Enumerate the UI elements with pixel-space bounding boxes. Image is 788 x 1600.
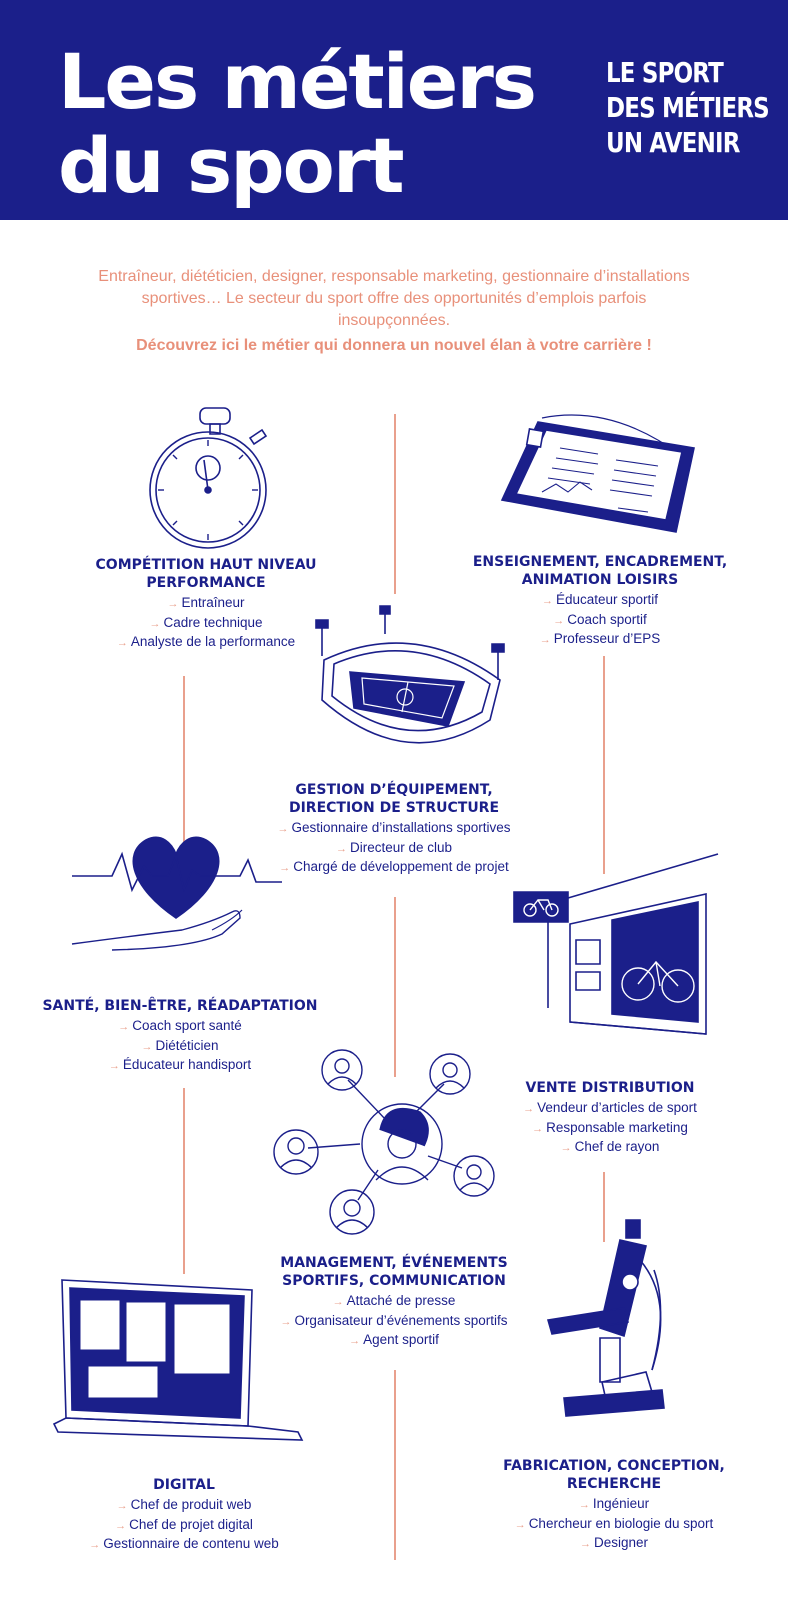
intro-text: Entraîneur, diététicien, designer, respo… [98,268,690,329]
bike-shop-icon [512,854,722,1054]
section-title: Compétition haut niveau performance [56,556,356,592]
section-title-line: sportifs, communication [282,1273,506,1289]
job-list: Entraîneur Cadre technique Analyste de l… [56,594,356,653]
section-title: Fabrication, conception, recherche [464,1457,764,1493]
job-list: Gestionnaire d’installations sportives D… [244,819,544,878]
stopwatch-icon [138,404,278,552]
section-digital: Digital Chef de produit web Chef de proj… [44,1476,324,1555]
section-title-line: Santé, bien-être, réadaptation [42,998,318,1014]
job-item: Coach sport santé [20,1017,340,1037]
section-gestion: Gestion d’équipement, direction de struc… [244,781,544,878]
job-item: Chef de projet digital [44,1516,324,1536]
header-banner: Les métiers du sport LE SPORT DES MÉTIER… [0,0,788,220]
logo-line-1: LE SPORT [606,56,724,89]
job-item: Gestionnaire d’installations sportives [244,819,544,839]
job-item: Diététicien [20,1037,340,1057]
job-item: Responsable marketing [480,1119,740,1139]
job-item: Chercheur en biologie du sport [464,1515,764,1535]
job-list: Chef de produit web Chef de projet digit… [44,1496,324,1555]
job-item: Attaché de presse [234,1292,554,1312]
job-item: Coach sportif [440,611,760,631]
divider-line [183,676,185,864]
section-title: Management, événements sportifs, communi… [234,1254,554,1290]
logo-line-3: UN AVENIR [606,126,740,159]
intro-block: Entraîneur, diététicien, designer, respo… [90,266,698,357]
section-title-line: recherche [566,1476,662,1492]
page-title-line-2: du sport [58,121,405,210]
microscope-icon [544,1220,674,1420]
job-item: Gestionnaire de contenu web [44,1535,324,1555]
divider-line [183,1088,185,1274]
divider-line [394,414,396,594]
network-people-icon [268,1040,496,1240]
job-item: Entraîneur [56,594,356,614]
section-title-line: animation loisirs [521,572,679,588]
job-item: Designer [464,1534,764,1554]
job-item: Agent sportif [234,1331,554,1351]
section-title: Gestion d’équipement, direction de struc… [244,781,544,817]
job-item: Vendeur d’articles de sport [480,1099,740,1119]
laptop-icon [54,1276,302,1446]
section-fabrication: Fabrication, conception, recherche Ingén… [464,1457,764,1554]
job-item: Professeur d’EPS [440,630,760,650]
section-vente: Vente distribution Vendeur d’articles de… [480,1079,740,1158]
job-item: Ingénieur [464,1495,764,1515]
section-title: Santé, bien-être, réadaptation [20,997,340,1015]
job-list: Éducateur sportif Coach sportif Professe… [440,591,760,650]
section-title-line: direction de structure [288,800,500,816]
job-item: Organisateur d’événements sportifs [234,1312,554,1332]
section-title: Vente distribution [480,1079,740,1097]
job-item: Éducateur sportif [440,591,760,611]
section-title: Digital [44,1476,324,1494]
section-title-line: Digital [153,1477,215,1493]
section-management: Management, événements sportifs, communi… [234,1254,554,1351]
section-title-line: Vente distribution [525,1080,695,1096]
page-title: Les métiers du sport [58,37,537,210]
divider-line [394,897,396,1077]
job-item: Directeur de club [244,839,544,859]
section-enseignement: Enseignement, encadrement, animation loi… [440,553,760,650]
section-title-line: Gestion d’équipement, [295,782,493,798]
job-item: Cadre technique [56,614,356,634]
divider-line [603,656,605,874]
section-title-line: Fabrication, conception, [503,1458,725,1474]
job-list: Coach sport santé Diététicien Éducateur … [20,1017,340,1076]
job-item: Chef de rayon [480,1138,740,1158]
job-list: Ingénieur Chercheur en biologie du sport… [464,1495,764,1554]
logo-line-2: DES MÉTIERS [606,91,770,124]
section-title: Enseignement, encadrement, animation loi… [440,553,760,589]
job-list: Attaché de presse Organisateur d’événeme… [234,1292,554,1351]
section-title-line: performance [146,575,266,591]
section-title-line: Management, événements [280,1255,508,1271]
job-item: Éducateur handisport [20,1056,340,1076]
intro-cta: Découvrez ici le métier qui donnera un n… [136,337,652,354]
job-item: Chef de produit web [44,1496,324,1516]
section-title-line: Compétition haut niveau [95,557,317,573]
divider-line [603,1172,605,1242]
page-title-line-1: Les métiers [58,37,537,126]
section-competition: Compétition haut niveau performance Entr… [56,556,356,653]
job-list: Vendeur d’articles de sport Responsable … [480,1099,740,1158]
job-item: Analyste de la performance [56,633,356,653]
section-sante: Santé, bien-être, réadaptation Coach spo… [20,997,340,1076]
stadium-icon [314,604,514,764]
section-title-line: Enseignement, encadrement, [472,554,728,570]
job-item: Chargé de développement de projet [244,858,544,878]
brand-logo: LE SPORT DES MÉTIERS UN AVENIR [606,55,770,160]
clipboard-icon [498,408,694,538]
divider-line [394,1370,396,1560]
heart-hand-icon [72,826,282,956]
